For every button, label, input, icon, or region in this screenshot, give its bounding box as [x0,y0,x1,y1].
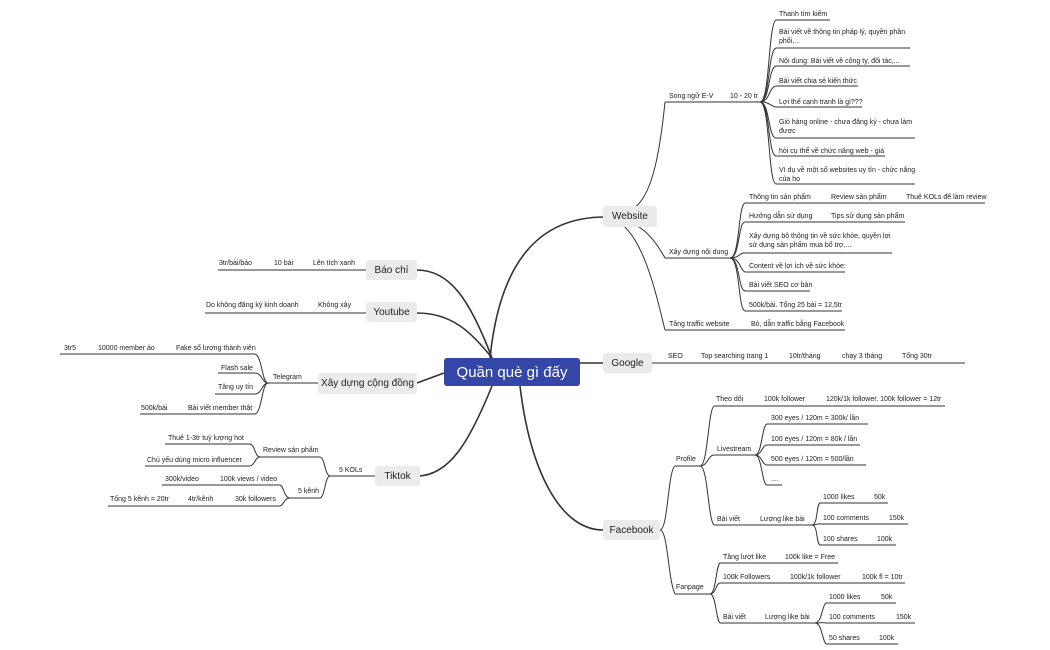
node-flash-sale[interactable]: Flash sale [221,365,253,372]
node-song-ngu[interactable]: Song ngữ E-V [669,93,714,100]
branch-tiktok[interactable]: Tiktok [375,466,420,486]
node-huong-dan[interactable]: Hướng dẫn sử dụng [749,213,813,220]
branch-website[interactable]: Website [603,206,657,227]
node-seo-co-ban[interactable]: Bài viết SEO cơ bản [749,282,813,289]
node-baochi-tick[interactable]: Lên tích xanh [313,260,356,267]
branch-youtube[interactable]: Youtube [366,302,417,322]
node-fanpage-followers[interactable]: 100k Followers [723,574,771,581]
node-thue-kol[interactable]: Thuê KOLs để làm review [906,194,987,201]
node-congdong-price[interactable]: 3tr5 [64,345,77,352]
node-baochi-count[interactable]: 10 bài [274,260,294,267]
node-like-free[interactable]: 100k like = Free [785,554,835,561]
root-node[interactable]: Quần què gì đấy [444,358,580,386]
node-fake-thanh-vien[interactable]: Fake số lượng thành viên [176,345,256,352]
node-website-leaf-2[interactable]: Bài viết về thông tin pháp lý, quyền phâ… [779,29,906,45]
node-tang-luot-like[interactable]: Tăng lượt like [723,554,767,561]
node-tiktok-followers[interactable]: 30k followers [235,496,276,503]
node-fanpage-comments-v[interactable]: 150k [896,614,912,621]
node-fanpage-shares[interactable]: 50 shares [829,635,860,642]
node-review-sp[interactable]: Review sản phẩm [831,194,887,201]
node-theo-doi[interactable]: Theo dõi [716,396,744,403]
node-tiktok-5-kols[interactable]: 5 KOLs [339,467,363,474]
node-tiktok-review[interactable]: Review sản phẩm [263,447,319,454]
node-youtube-no[interactable]: Không xây [318,302,352,309]
node-profile-comments-v[interactable]: 150k [889,515,905,522]
node-website-leaf-4[interactable]: Bài viết chia sẻ kiến thức [779,78,857,85]
node-fanpage-fl-total[interactable]: 100k fl = 10tr [862,574,903,581]
node-profile-likes[interactable]: 1000 likes [823,494,855,501]
node-tiktok-micro[interactable]: Chủ yếu dùng micro influencer [147,457,242,464]
node-tiktok-video-price[interactable]: 300k/video [165,476,199,483]
node-google-3-months[interactable]: chạy 3 tháng [842,353,883,360]
node-live-4[interactable]: .... [771,476,779,483]
node-traffic-fb[interactable]: Bỏ, dẫn traffic bằng Facebook [751,321,845,328]
branch-google[interactable]: Google [603,353,652,373]
node-fanpage-bai-viet[interactable]: Bài viết [723,614,746,621]
node-google-price-month[interactable]: 10tr/tháng [789,353,821,360]
node-youtube-reason[interactable]: Do không đăng ký kinh doanh [206,302,299,309]
branch-xay-dung-cong-dong[interactable]: Xây dựng cộng đồng [318,373,417,394]
node-live-1[interactable]: 300 eyes / 120m = 300k/ lần [771,415,860,422]
node-website-leaf-3[interactable]: Nội dung: Bài viết về công ty, đối tác,.… [779,58,900,65]
node-website-leaf-5[interactable]: Lợi thế cạnh tranh là gì??? [779,99,863,106]
node-fanpage[interactable]: Fanpage [676,584,704,591]
node-tang-uy-tin[interactable]: Tăng uy tín [218,384,254,391]
node-livestream[interactable]: Livestream [717,446,752,453]
node-profile[interactable]: Profile [676,456,696,463]
node-tiktok-thue[interactable]: Thuê 1-3tr tuỳ lượng hot [168,435,244,442]
node-baochi-price[interactable]: 3tr/bài/báo [219,260,253,267]
node-100k-follower[interactable]: 100k follower [764,396,806,403]
node-tips[interactable]: Tips sử dụng sản phẩm [831,213,905,220]
node-website-leaf-8[interactable]: Ví dụ về một số websites uy tín - chức n… [779,167,916,183]
node-xay-dung-noi-dung[interactable]: Xây dựng nội dung [669,249,729,256]
node-telegram[interactable]: Telegram [273,374,302,381]
node-top-searching[interactable]: Top searching trang 1 [701,353,769,360]
node-live-2[interactable]: 100 eyes / 120m = 80k / lần [771,436,858,443]
node-120k-follower[interactable]: 120k/1k follower. 100k follower = 12tr [826,396,942,403]
node-tiktok-views[interactable]: 100k views / video [220,476,278,483]
node-google-seo[interactable]: SEO [668,353,683,360]
node-profile-likes-v[interactable]: 50k [874,494,886,501]
node-website-leaf-7[interactable]: hỏi cụ thể về chức năng web - giá [779,148,885,155]
node-tiktok-5-kenh[interactable]: 5 kênh [298,488,320,495]
node-content-suc-khoe[interactable]: Content về lợi ích về sức khỏe: [749,263,846,270]
node-profile-shares[interactable]: 100 shares [823,536,858,543]
node-member-ao[interactable]: 10000 member ảo [98,345,155,352]
node-tang-traffic[interactable]: Tăng traffic website [669,321,730,328]
node-fanpage-likes[interactable]: 1000 likes [829,594,861,601]
branch-bao-chi[interactable]: Báo chí [366,260,417,280]
node-fanpage-fl-price[interactable]: 100k/1k follower [790,574,841,581]
node-profile-bai-viet[interactable]: Bài viết [717,516,740,523]
branch-facebook[interactable]: Facebook [603,520,660,540]
node-fanpage-shares-v[interactable]: 100k [879,635,895,642]
node-thong-tin-sp[interactable]: Thông tin sản phẩm [749,194,811,201]
node-live-3[interactable]: 500 eyes / 120m = 500/lần [771,456,854,463]
node-price-10-20[interactable]: 10 - 20 tr [730,93,759,100]
node-fanpage-luong-like[interactable]: Lượng like bài [765,614,810,621]
node-price-25-bai[interactable]: 500k/bài. Tổng 25 bài = 12,5tr [749,302,843,309]
node-bai-viet-price[interactable]: 500k/bài [141,405,168,412]
node-bai-viet-member[interactable]: Bài viết member thật [188,405,253,412]
node-website-leaf-6[interactable]: Giỏ hàng online - chưa đăng ký - chưa là… [779,119,913,135]
node-fanpage-comments[interactable]: 100 comments [829,614,875,621]
node-profile-shares-v[interactable]: 100k [877,536,893,543]
node-google-total[interactable]: Tổng 30tr [902,353,932,360]
node-tiktok-total[interactable]: Tổng 5 kênh = 20tr [110,496,169,503]
node-fanpage-likes-v[interactable]: 50k [881,594,893,601]
node-bo-thong-tin[interactable]: Xây dựng bộ thông tin về sức khỏe, quyền… [749,233,891,249]
node-website-leaf-1[interactable]: Thanh tìm kiếm [779,11,828,18]
node-profile-comments[interactable]: 100 comments [823,515,869,522]
node-profile-luong-like[interactable]: Lượng like bài [760,516,805,523]
node-tiktok-per-channel[interactable]: 4tr/kênh [188,496,214,503]
